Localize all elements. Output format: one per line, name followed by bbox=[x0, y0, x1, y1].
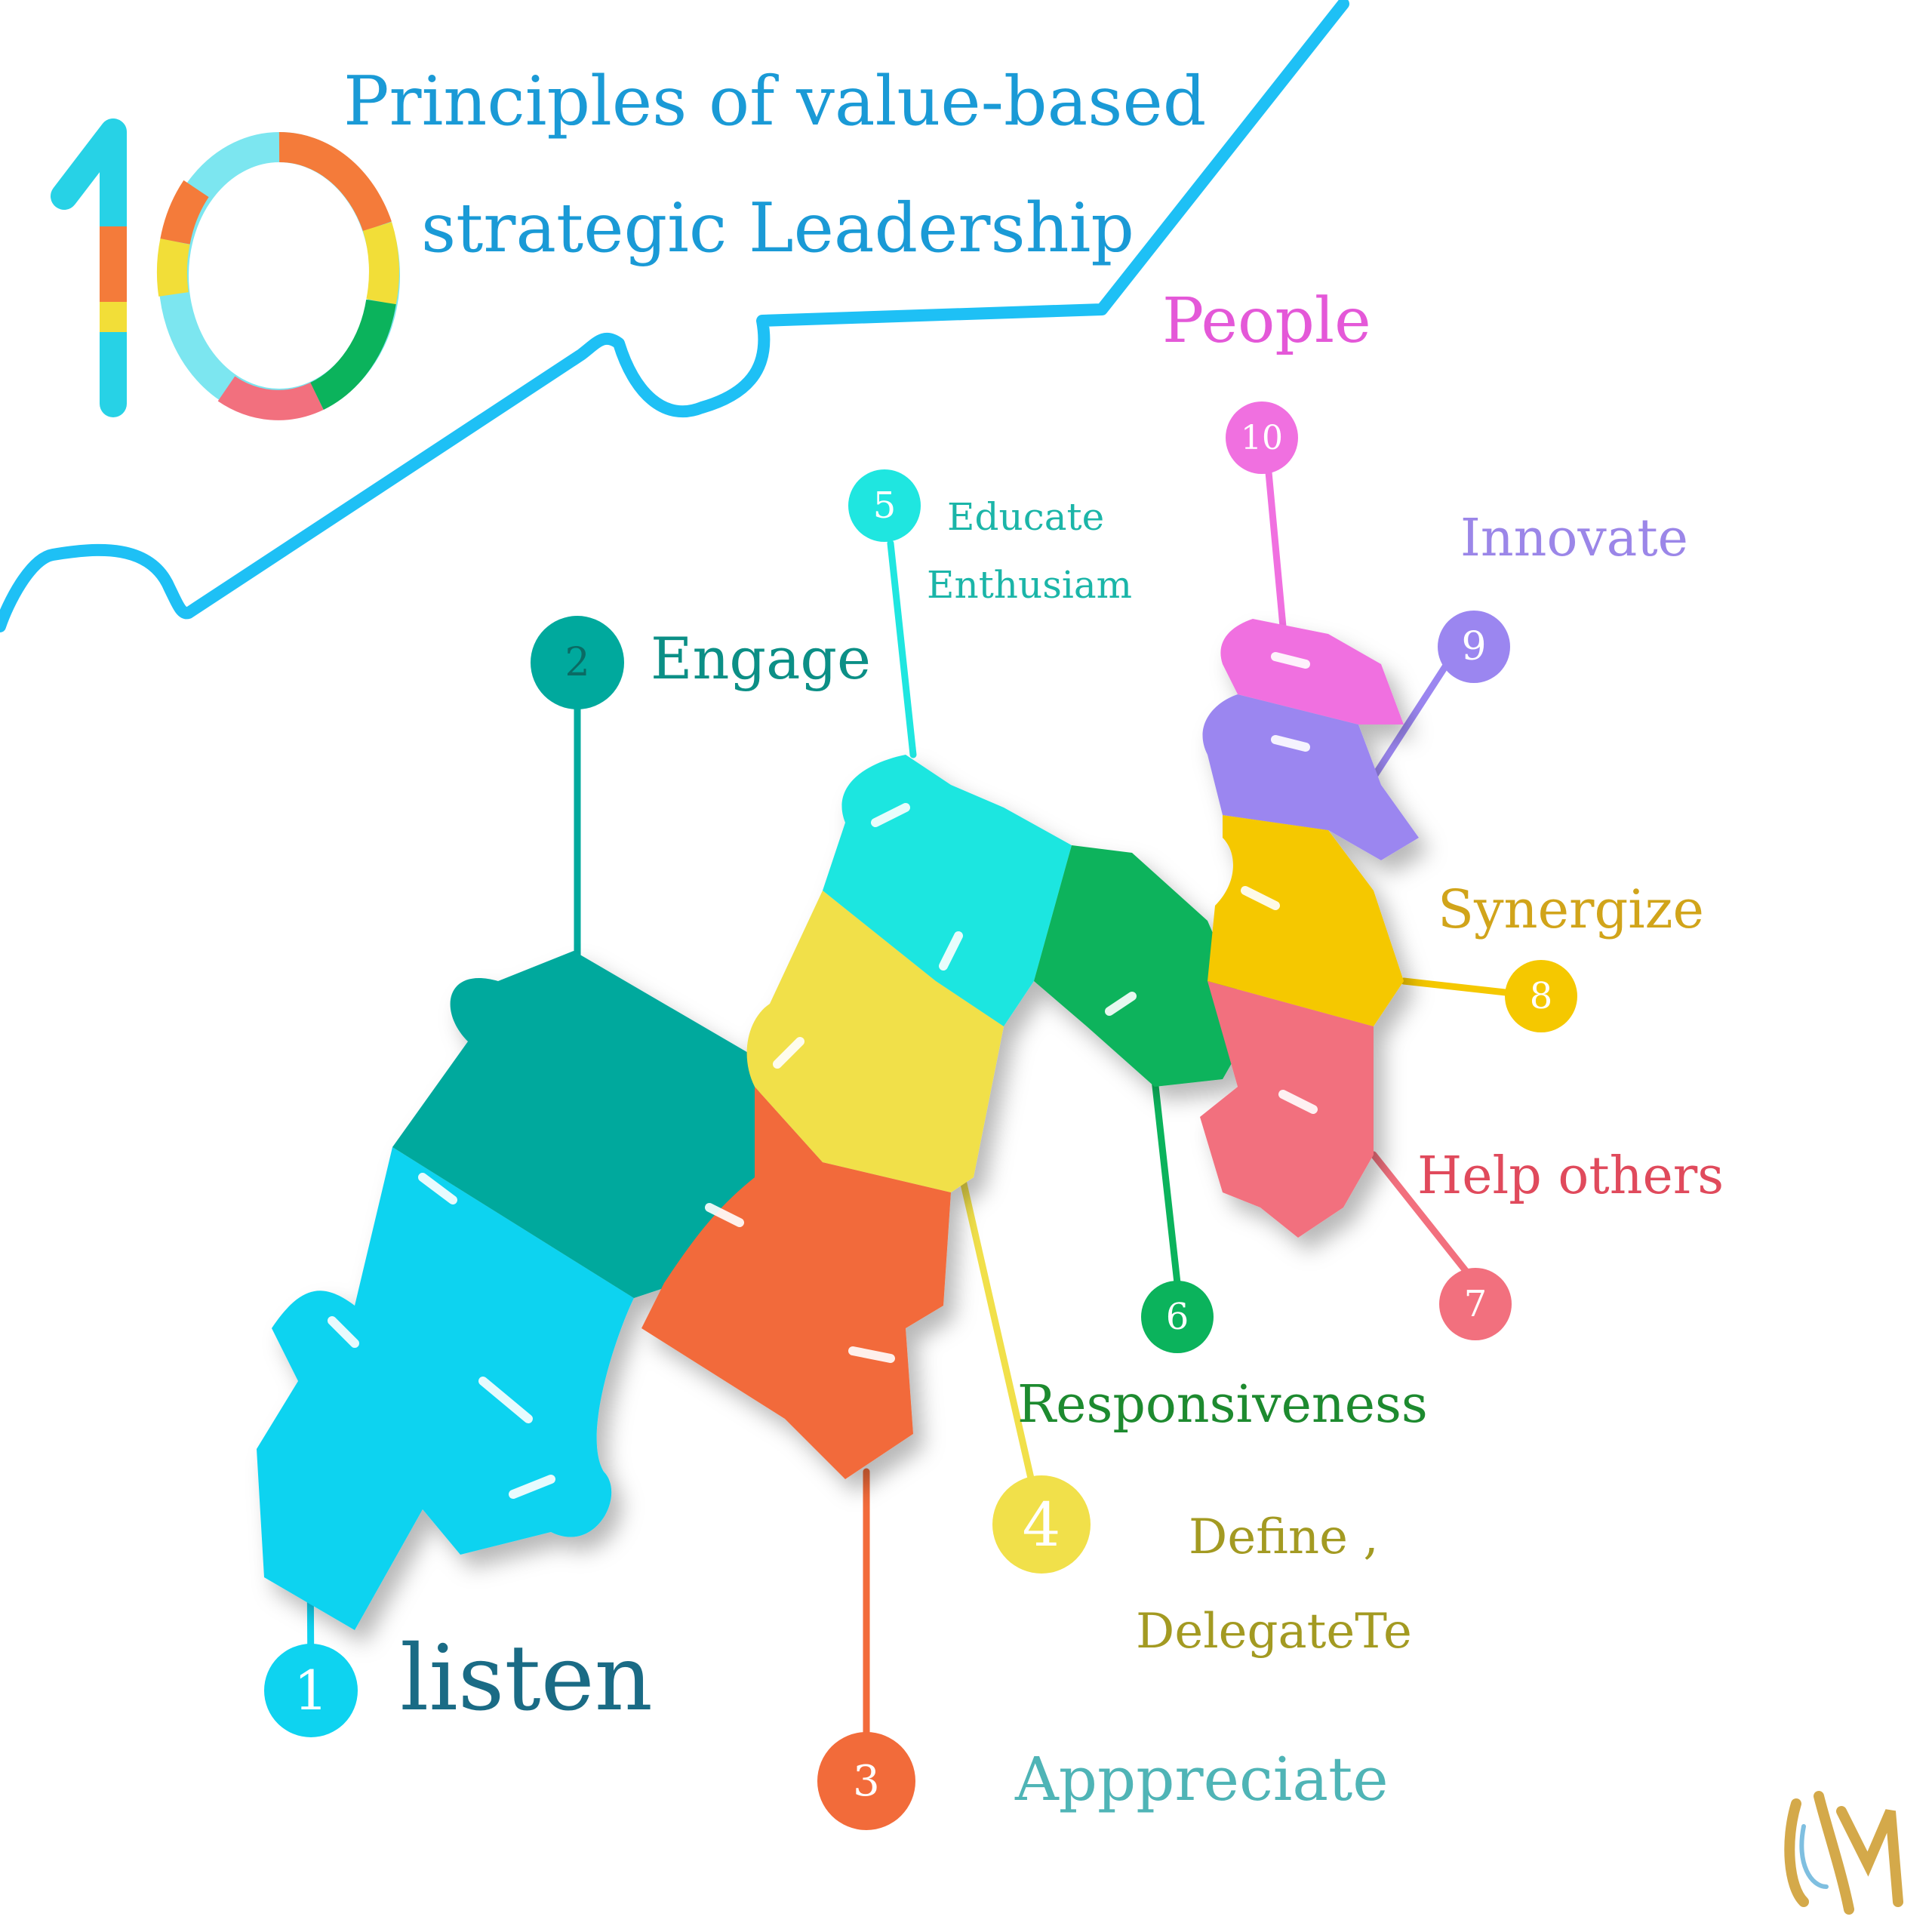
marker-3-number: 3 bbox=[853, 1756, 880, 1806]
marker-8 bbox=[1505, 960, 1577, 1032]
puzzle-piece-1 bbox=[257, 1147, 634, 1630]
label-listen: listen bbox=[400, 1626, 653, 1731]
puzzle-piece-10 bbox=[1220, 619, 1404, 724]
puzzle-piece-8 bbox=[1208, 815, 1404, 1026]
border-line bbox=[0, 0, 1349, 632]
marker-7-number: 7 bbox=[1463, 1283, 1487, 1325]
label-responsiveness: Responsiveness bbox=[1017, 1375, 1428, 1435]
number-markers bbox=[264, 401, 1577, 1830]
label-people: People bbox=[1162, 285, 1371, 357]
puzzle-piece-6 bbox=[1034, 845, 1253, 1087]
marker-6 bbox=[1141, 1281, 1214, 1353]
marker-1-number: 1 bbox=[294, 1659, 328, 1722]
marker-5 bbox=[848, 469, 921, 542]
title-line-1: Principles of value-based bbox=[343, 62, 1207, 141]
marker-2-number: 2 bbox=[565, 640, 590, 685]
marker-5-number: 5 bbox=[872, 485, 897, 527]
puzzle-piece-7 bbox=[1200, 981, 1374, 1238]
puzzle-piece-4 bbox=[746, 891, 1004, 1192]
label-educate: Educate bbox=[947, 495, 1105, 539]
marker-6-number: 6 bbox=[1165, 1296, 1189, 1338]
puzzle-chain bbox=[257, 619, 1419, 1630]
marker-4-number: 4 bbox=[1022, 1489, 1061, 1560]
marker-9 bbox=[1438, 611, 1510, 683]
marker-3 bbox=[817, 1732, 915, 1830]
label-define: Define , bbox=[1189, 1509, 1379, 1565]
label-delegate: DelegateTe bbox=[1136, 1604, 1412, 1660]
puzzle-piece-2 bbox=[392, 951, 770, 1298]
title-number bbox=[51, 118, 400, 420]
puzzle-piece-3 bbox=[641, 1087, 951, 1479]
marker-7 bbox=[1439, 1268, 1512, 1340]
wml-monogram-logo bbox=[1784, 1791, 1903, 1915]
marker-1 bbox=[264, 1644, 358, 1737]
marker-9-number: 9 bbox=[1461, 624, 1487, 669]
puzzle-highlights bbox=[267, 652, 1318, 1499]
marker-4 bbox=[992, 1475, 1091, 1574]
label-help-others: Help others bbox=[1417, 1146, 1724, 1206]
title-line-2: strategic Leadership bbox=[421, 189, 1134, 268]
puzzle-piece-9 bbox=[1202, 694, 1419, 860]
marker-10-number: 10 bbox=[1241, 418, 1283, 457]
label-engage: Engage bbox=[651, 625, 872, 692]
marker-10 bbox=[1226, 401, 1298, 474]
marker-2 bbox=[531, 616, 624, 709]
marker-8-number: 8 bbox=[1529, 975, 1553, 1017]
label-enthusiam: Enthusiam bbox=[927, 563, 1133, 607]
title-number-text: 10 bbox=[177, 392, 192, 407]
label-synergize: Synergize bbox=[1438, 878, 1704, 940]
label-appreciate: Apppreciate bbox=[1015, 1744, 1389, 1814]
label-innovate: Innovate bbox=[1460, 509, 1688, 568]
